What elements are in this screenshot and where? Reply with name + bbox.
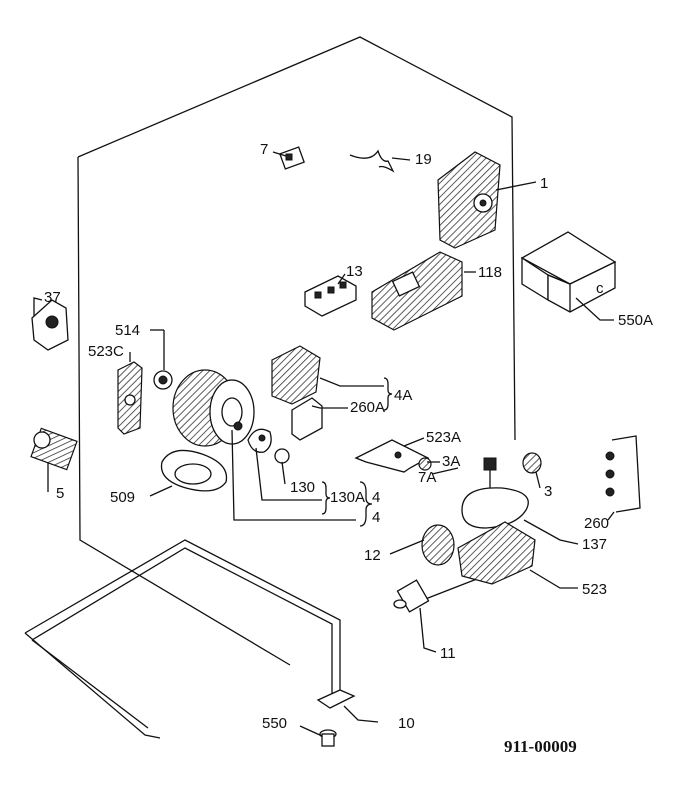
- label-550A: 550A: [618, 312, 653, 329]
- part-7A-switch: [483, 457, 497, 500]
- leader-lines: [33, 151, 615, 737]
- label-7: 7: [260, 141, 268, 158]
- part-37-bracket: [31, 299, 69, 351]
- label-13: 13: [346, 263, 363, 280]
- part-3A-thermostat: [418, 457, 432, 471]
- part-4A-capacitor: [271, 345, 321, 405]
- part-523-pump-housing: [457, 521, 536, 585]
- label-37: 37: [44, 289, 61, 306]
- part-260A-holder: [291, 397, 323, 441]
- label-19: 19: [415, 151, 432, 168]
- part-523C-plate: [117, 361, 143, 435]
- part-523A-bracket: [354, 439, 430, 473]
- label-523A: 523A: [426, 429, 461, 446]
- part-5-valve: [30, 427, 78, 471]
- label-260: 260: [584, 515, 609, 532]
- label-4A: 4A: [394, 387, 412, 404]
- part-514-ring: [153, 370, 173, 390]
- label-137: 137: [582, 536, 607, 553]
- label-4-brace-bottom: 4: [372, 509, 380, 526]
- part-550-gasket: [319, 729, 337, 747]
- label-4-brace-top: 4: [372, 489, 380, 506]
- part-1-timer: [437, 151, 501, 249]
- label-3: 3: [544, 483, 552, 500]
- label-130: 130: [290, 479, 315, 496]
- label-514: 514: [115, 322, 140, 339]
- label-11: 11: [440, 645, 456, 662]
- diagram-code: 911-00009: [504, 737, 577, 756]
- label-3A: 3A: [442, 453, 460, 470]
- part-labels: 7 19 1 13 118 550A 37 514 523C 4A 260A 5…: [44, 141, 653, 756]
- label-523C: 523C: [88, 343, 124, 360]
- part-550A-cover: c: [520, 231, 617, 313]
- part-19-clip: [349, 149, 395, 173]
- part-118-board: [371, 251, 463, 331]
- label-5: 5: [56, 485, 64, 502]
- part-4-motor: [172, 369, 255, 447]
- part-11-filter: [393, 579, 430, 613]
- svg-text:c: c: [596, 280, 604, 297]
- part-3-thermostat: [522, 452, 542, 474]
- part-7-switch: [279, 146, 305, 170]
- label-7A: 7A: [418, 469, 436, 486]
- label-523: 523: [582, 581, 607, 598]
- part-130-washer: [274, 448, 290, 464]
- part-13-connector: [304, 275, 357, 317]
- label-130A: 130A: [330, 489, 365, 506]
- part-260-clips: [605, 435, 641, 513]
- label-260A: 260A: [350, 399, 385, 416]
- part-130A-bearing: [247, 428, 272, 453]
- part-12-pump-motor: [421, 524, 455, 566]
- label-12: 12: [364, 547, 381, 564]
- label-1: 1: [540, 175, 548, 192]
- label-118: 118: [478, 264, 502, 281]
- label-10: 10: [398, 715, 415, 732]
- part-509-mount: [160, 449, 228, 492]
- part-137-pump-chamber: [461, 487, 529, 529]
- part-10-heating-element: [24, 539, 356, 739]
- label-550: 550: [262, 715, 287, 732]
- label-509: 509: [110, 489, 135, 506]
